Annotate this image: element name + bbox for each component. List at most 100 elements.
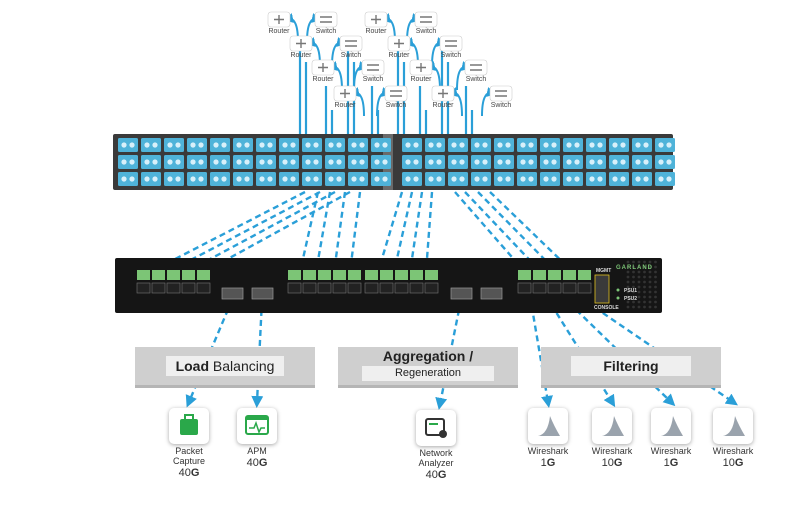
qsfp-port	[221, 287, 244, 300]
vent-hole	[654, 265, 657, 269]
switch-icon	[390, 90, 402, 97]
regeneration-subtitle: Regeneration	[362, 366, 494, 381]
fiber-connector	[635, 159, 641, 165]
sfp-port-empty	[547, 282, 562, 294]
patch-port	[164, 172, 184, 186]
patch-port	[402, 155, 422, 169]
sfp-port-empty	[364, 282, 379, 294]
fiber-connector	[497, 176, 503, 182]
vent-hole	[632, 305, 635, 309]
patch-port	[233, 138, 253, 152]
sfp-port-green	[197, 270, 210, 280]
vent-hole	[632, 275, 635, 279]
mirror-link	[420, 191, 434, 278]
vent-hole	[648, 295, 652, 299]
fiber-connector	[374, 159, 380, 165]
fiber-connector	[528, 142, 534, 148]
patch-port	[563, 155, 583, 169]
fiber-connector	[543, 176, 549, 182]
vent-hole	[637, 270, 641, 274]
patch-port	[164, 155, 184, 169]
router-icon	[274, 15, 284, 24]
fiber-connector	[221, 159, 227, 165]
router-icon	[371, 15, 381, 24]
fiber-connector	[482, 159, 488, 165]
switch-label: Switch	[440, 52, 462, 59]
fiber-connector	[175, 159, 181, 165]
fiber-connector	[574, 159, 580, 165]
vent-hole	[643, 305, 646, 309]
patch-port	[279, 155, 299, 169]
mirror-link	[454, 191, 529, 277]
fiber-connector	[190, 142, 196, 148]
wireshark-icon	[592, 408, 632, 444]
fiber-connector	[543, 142, 549, 148]
patch-port	[448, 155, 468, 169]
sfp-port-green	[518, 270, 531, 280]
vent-hole	[654, 275, 657, 279]
switch-label: Switch	[315, 28, 337, 35]
patch-port	[448, 172, 468, 186]
router-icon	[394, 39, 404, 48]
fiber-connector	[382, 159, 388, 165]
fiber-connector	[612, 176, 618, 182]
speed-value: 1	[663, 457, 670, 469]
vent-hole	[643, 265, 646, 269]
vent-hole	[626, 305, 630, 309]
fiber-connector	[244, 159, 250, 165]
fiber-connector	[290, 159, 296, 165]
patch-port	[540, 155, 560, 169]
sfp-port-green	[167, 270, 180, 280]
router-label: Router	[290, 52, 312, 59]
vent-hole	[654, 260, 657, 264]
fiber-connector	[474, 142, 480, 148]
vent-hole	[626, 260, 630, 264]
packet-capture-icon	[169, 408, 209, 444]
fiber-connector	[190, 159, 196, 165]
vent-hole	[643, 290, 646, 294]
switch-label: Switch	[340, 52, 362, 59]
sfp-port-empty	[577, 282, 592, 294]
fiber-connector	[666, 142, 672, 148]
patch-port	[371, 138, 391, 152]
sfp-port-green	[548, 270, 561, 280]
vent-hole	[626, 280, 630, 284]
patch-port	[425, 138, 445, 152]
tool-speed: 40G	[401, 469, 471, 481]
switch-device	[489, 85, 513, 102]
fiber-connector	[359, 142, 365, 148]
fiber-connector	[643, 176, 649, 182]
patch-port	[187, 138, 207, 152]
speed-unit: G	[437, 469, 447, 481]
fiber-connector	[305, 142, 311, 148]
sfp-port-green	[152, 270, 165, 280]
tool-name: Wireshark	[591, 446, 633, 456]
fiber-connector	[551, 142, 557, 148]
switch-device	[339, 35, 363, 52]
fiber-connector	[658, 142, 664, 148]
tool-link	[528, 295, 553, 408]
patch-port	[586, 172, 606, 186]
tool-name: Network Analyzer	[418, 448, 454, 468]
patch-port	[494, 138, 514, 152]
sfp-port-empty	[181, 282, 196, 294]
mirror-link	[404, 191, 424, 278]
load-balancing-rest: Balancing	[209, 358, 275, 374]
vent-hole	[626, 265, 630, 269]
sfp-port-green	[380, 270, 393, 280]
patch-port	[609, 172, 629, 186]
switch-label: Switch	[415, 28, 437, 35]
patch-port	[256, 172, 276, 186]
patch-port	[210, 138, 230, 152]
router-icon	[318, 63, 328, 72]
fiber-connector	[336, 159, 342, 165]
fiber-connector	[313, 142, 319, 148]
switch-icon	[470, 64, 482, 71]
fiber-connector	[129, 159, 135, 165]
vent-hole	[654, 295, 657, 299]
fiber-connector	[336, 142, 342, 148]
sfp-port-green	[533, 270, 546, 280]
sfp-port-empty	[302, 282, 317, 294]
sfp-port-empty	[532, 282, 547, 294]
fiber-connector	[612, 142, 618, 148]
